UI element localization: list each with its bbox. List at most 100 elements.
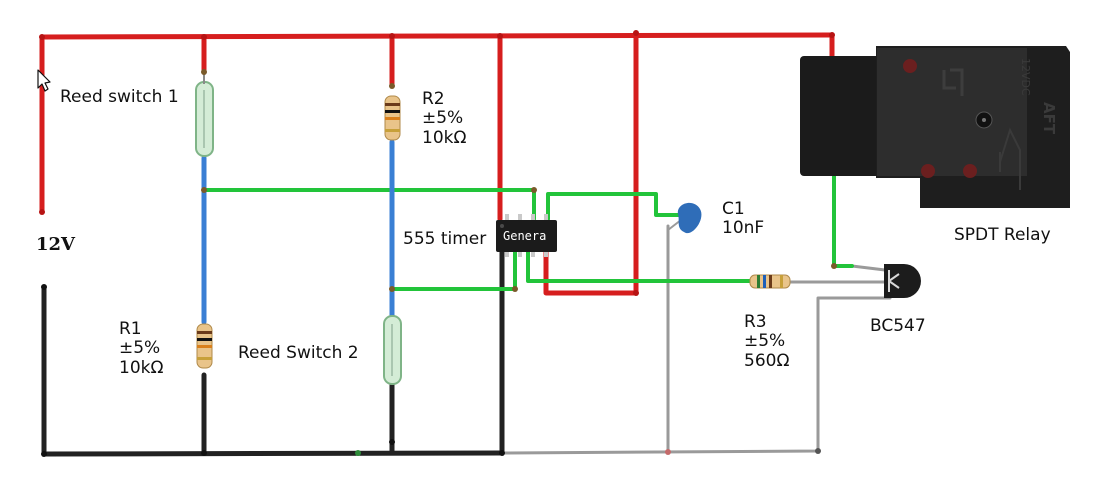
junction-r2-top xyxy=(389,83,395,89)
r3-band-2 xyxy=(763,275,766,288)
r3-tolerance: ±5% xyxy=(744,331,785,351)
timer-555: Genera xyxy=(496,214,557,257)
bc547-body xyxy=(884,264,921,298)
timer-chip-notch xyxy=(500,224,504,228)
gray-wires xyxy=(500,224,892,455)
relay-left-block xyxy=(800,56,884,176)
junction-ground-end xyxy=(41,284,47,290)
timer-pin-bottom-3 xyxy=(531,250,535,257)
timer-pin-top-1 xyxy=(505,214,509,221)
r1-band-4 xyxy=(197,357,212,360)
relay-pin-3 xyxy=(963,164,977,178)
junction-reed1-top xyxy=(201,69,207,75)
junction-supply-r2 xyxy=(389,33,395,39)
mouse-pointer-icon xyxy=(37,69,51,92)
gray-collector-lead xyxy=(850,264,887,272)
transistor-bc547 xyxy=(884,264,921,298)
relay-pin-1 xyxy=(903,59,917,73)
junctions xyxy=(39,30,837,457)
c1-value: 10nF xyxy=(722,218,764,238)
relay-brand-marking: AFT xyxy=(1040,102,1058,135)
capacitor-c1 xyxy=(667,202,702,234)
reed-links xyxy=(201,139,395,325)
junction-ground-transistor xyxy=(815,448,821,454)
relay-label: SPDT Relay xyxy=(954,225,1051,245)
junction-relay-coil xyxy=(831,263,837,269)
resistor-r2 xyxy=(384,95,401,141)
r1-band-3 xyxy=(197,345,212,348)
c1-name: C1 xyxy=(722,199,745,219)
relay-switch-marking xyxy=(999,127,1021,190)
junction-ground-reed2 xyxy=(389,439,395,445)
junction-reed1-signal xyxy=(201,187,207,193)
junction-supply-relay xyxy=(829,32,835,38)
supply-wires xyxy=(39,30,835,296)
junction-supply-reset xyxy=(633,30,639,36)
r2-band-1 xyxy=(385,103,400,106)
r1-name: R1 xyxy=(119,319,142,339)
r3-value: 560Ω xyxy=(744,351,789,371)
r1-tolerance: ±5% xyxy=(119,338,160,358)
timer-pin-bottom-4 xyxy=(544,250,548,257)
r3-band-3 xyxy=(769,275,772,288)
r1-band-2 xyxy=(197,338,212,341)
relay-voltage-marking: 12VDC xyxy=(1019,58,1032,96)
junction-ground-cap xyxy=(665,449,671,455)
timer-pin-top-3 xyxy=(531,214,535,221)
relay-top-face xyxy=(877,48,1027,176)
supply-reset-loop xyxy=(543,30,639,296)
r2-name: R2 xyxy=(422,89,445,109)
bc547-symbol xyxy=(888,270,900,292)
spdt-relay: 12VDC AFT xyxy=(800,46,1070,208)
gray-ground-extension xyxy=(500,296,874,455)
timer-label: 555 timer xyxy=(403,229,486,249)
ground-wires xyxy=(41,249,505,457)
resistor-r1 xyxy=(196,323,213,369)
reed-switch-1-label: Reed switch 1 xyxy=(60,87,179,107)
r3-band-4 xyxy=(780,275,783,288)
supply-voltage-label: 12V xyxy=(36,234,76,255)
signal-timer-to-cap xyxy=(546,192,682,221)
r2-band-3 xyxy=(385,117,400,120)
timer-pin-top-4 xyxy=(544,214,548,221)
junction-ground-left xyxy=(41,451,47,457)
r2-band-4 xyxy=(385,129,400,132)
timer-pin-bottom-2 xyxy=(518,250,522,257)
junction-r2-signal xyxy=(389,286,395,292)
signal-timer-output xyxy=(526,250,752,283)
junction-supply-reed1 xyxy=(201,34,207,40)
timer-pin-bottom-1 xyxy=(505,250,509,257)
r2-tolerance: ±5% xyxy=(422,108,463,128)
r2-value: 10kΩ xyxy=(422,128,466,148)
r2-band-2 xyxy=(385,110,400,113)
junction-supply-timer xyxy=(497,33,503,39)
junction-ground-mid xyxy=(355,450,361,456)
reed-switch-2 xyxy=(383,315,402,385)
timer-pin-top-2 xyxy=(518,214,522,221)
junction-ground-r1 xyxy=(201,450,207,456)
junction-supply-end xyxy=(39,209,45,215)
signal-r2-to-timer xyxy=(390,250,517,291)
reed-switch-1 xyxy=(195,70,214,157)
c1-body xyxy=(677,202,702,234)
supply-rail-top xyxy=(39,32,835,40)
ground-rail-bottom xyxy=(41,450,505,457)
reed-switch-2-label: Reed Switch 2 xyxy=(238,343,359,363)
r3-band-1 xyxy=(757,275,760,288)
r3-name: R3 xyxy=(744,312,767,332)
signal-reed1-to-timer xyxy=(202,188,536,221)
relay-ul-logo xyxy=(942,68,964,96)
junction-reset-corner xyxy=(633,290,639,296)
relay-pivot-center xyxy=(982,118,986,122)
resistor-r3 xyxy=(749,274,791,289)
junction-timer-threshold xyxy=(512,286,518,292)
junction-supply-left xyxy=(39,34,45,40)
r1-value: 10kΩ xyxy=(119,358,163,378)
timer-chip-text: Genera xyxy=(503,229,546,243)
junction-timer-trigger xyxy=(531,187,537,193)
r1-band-1 xyxy=(197,331,212,334)
transistor-label: BC547 xyxy=(870,316,926,336)
timer-chip-body xyxy=(496,220,557,252)
